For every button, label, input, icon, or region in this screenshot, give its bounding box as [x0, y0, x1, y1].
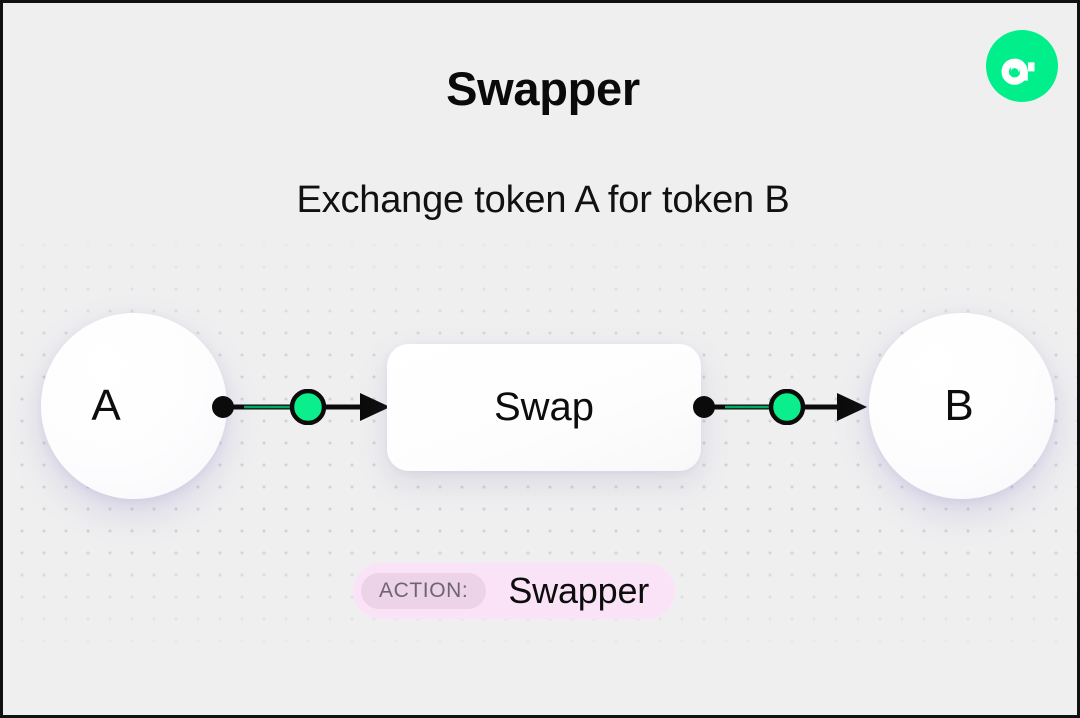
- token-b-node[interactable]: B: [869, 313, 1055, 499]
- token-b-label: B: [944, 381, 974, 430]
- swap-node[interactable]: Swap: [387, 344, 701, 471]
- flow-logo-icon[interactable]: [986, 30, 1058, 102]
- swap-node-label: Swap: [493, 385, 595, 429]
- edge-green-handle: [289, 388, 327, 426]
- edge-a-to-swap[interactable]: [208, 388, 390, 426]
- edge-start-dot: [212, 396, 234, 418]
- arrowhead-icon: [837, 393, 867, 421]
- token-a-node[interactable]: A: [41, 313, 227, 499]
- edge-swap-to-b[interactable]: [691, 388, 867, 426]
- edge-start-dot: [693, 396, 715, 418]
- action-value: Swapper: [508, 570, 650, 611]
- status-badge: ACTION: Swapper: [353, 563, 676, 619]
- edge-green-handle: [768, 388, 806, 426]
- arrowhead-icon: [360, 393, 390, 421]
- page-title: Swapper: [446, 62, 640, 115]
- action-chip-label: ACTION:: [361, 573, 487, 609]
- token-a-label: A: [91, 381, 121, 430]
- page-subtitle: Exchange token A for token B: [296, 179, 790, 221]
